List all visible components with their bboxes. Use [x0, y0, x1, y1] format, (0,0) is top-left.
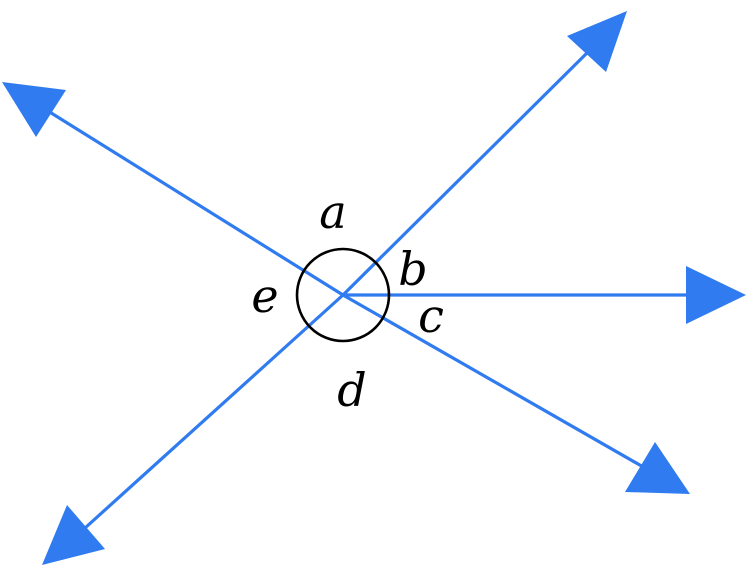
angle-label-b: b	[398, 242, 427, 296]
ray-lower-right-arrowhead	[625, 442, 690, 494]
ray-lower-left-arrowhead	[42, 505, 105, 565]
angle-arc	[295, 247, 391, 343]
ray-upper-right	[341, 11, 627, 297]
ray-lower-right	[342, 293, 690, 494]
ray-lower-left	[42, 293, 345, 565]
angle-label-c: c	[418, 289, 444, 343]
angle-label-e: e	[251, 269, 278, 323]
ray-lower-left-line	[83, 293, 345, 530]
ray-upper-right-arrowhead	[567, 11, 627, 72]
ray-right	[343, 266, 746, 324]
ray-lower-right-line	[342, 293, 646, 470]
ray-right-arrowhead	[686, 266, 746, 324]
rays	[2, 11, 746, 565]
ray-upper-left	[2, 82, 344, 297]
ray-upper-right-line	[341, 48, 592, 297]
ray-upper-left-line	[47, 109, 344, 297]
angle-labels: a b c d e	[251, 185, 444, 417]
angle-label-a: a	[319, 185, 346, 239]
angle-label-d: d	[337, 363, 366, 417]
ray-upper-left-arrowhead	[2, 82, 66, 137]
